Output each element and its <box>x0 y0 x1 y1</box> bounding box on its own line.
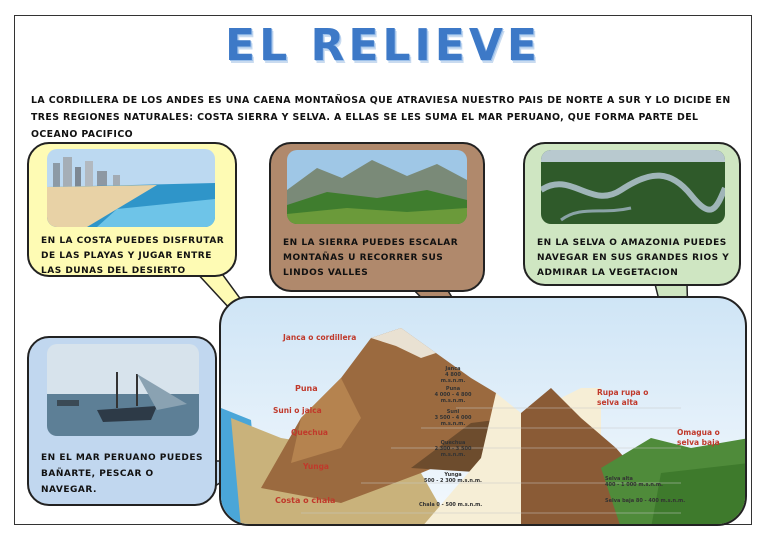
relief-diagram: Janca o cordillera Puna Suni o jalca Que… <box>219 296 747 526</box>
label-quechua: Quechua <box>291 428 328 437</box>
intro-paragraph: LA CORDILLERA DE LOS ANDES ES UNA CAENA … <box>31 95 731 140</box>
worksheet-page: EL RELIEVE LA CORDILLERA DE LOS ANDES ES… <box>14 15 752 526</box>
mar-text: EN EL MAR PERUANO PUEDES BAÑARTE, PESCAR… <box>41 453 203 495</box>
sierra-text: EN LA SIERRA PUEDES ESCALAR MONTAÑAS U R… <box>283 238 459 278</box>
alt-quechua: Quechua 2 300 - 3 500 m.s.n.m. <box>434 440 472 458</box>
label-janca: Janca o cordillera <box>283 333 357 342</box>
costa-text: EN LA COSTA PUEDES DISFRUTAR DE LAS PLAY… <box>41 236 225 276</box>
label-yunga: Yunga <box>303 462 329 471</box>
alt-janca: Janca 4 800 m.s.n.m. <box>440 366 466 384</box>
beach-photo <box>47 149 215 227</box>
label-omagua: Omagua o selva baja <box>677 428 720 447</box>
alt-suni: Suni 3 500 - 4 000 m.s.n.m. <box>434 409 472 427</box>
page-title: EL RELIEVE <box>225 20 541 71</box>
alt-puna: Puna 4 000 - 4 800 m.s.n.m. <box>434 386 472 404</box>
mar-callout: EN EL MAR PERUANO PUEDES BAÑARTE, PESCAR… <box>27 336 217 506</box>
selva-callout: EN LA SELVA O AMAZONIA PUEDES NAVEGAR EN… <box>523 142 741 286</box>
alt-selva-alta: Selva alta 400 - 1 000 m.s.n.m. <box>605 476 663 488</box>
label-suni: Suni o jalca <box>273 406 322 415</box>
alt-chala: Chala 0 - 500 m.s.n.m. <box>419 502 483 508</box>
costa-callout: EN LA COSTA PUEDES DISFRUTAR DE LAS PLAY… <box>27 142 237 277</box>
mountain-photo <box>287 150 467 224</box>
selva-text: EN LA SELVA O AMAZONIA PUEDES NAVEGAR EN… <box>537 238 730 278</box>
river-photo <box>541 150 725 224</box>
alt-yunga: Yunga 500 - 2 300 m.s.n.m. <box>424 472 482 484</box>
label-puna: Puna <box>295 384 318 393</box>
sierra-callout: EN LA SIERRA PUEDES ESCALAR MONTAÑAS U R… <box>269 142 485 292</box>
label-costa: Costa o chala <box>275 496 336 505</box>
label-rupa: Rupa rupa o selva alta <box>597 388 649 407</box>
fishing-boat-photo <box>47 344 199 436</box>
alt-selva-baja: Selva baja 80 - 400 m.s.n.m. <box>605 498 686 504</box>
